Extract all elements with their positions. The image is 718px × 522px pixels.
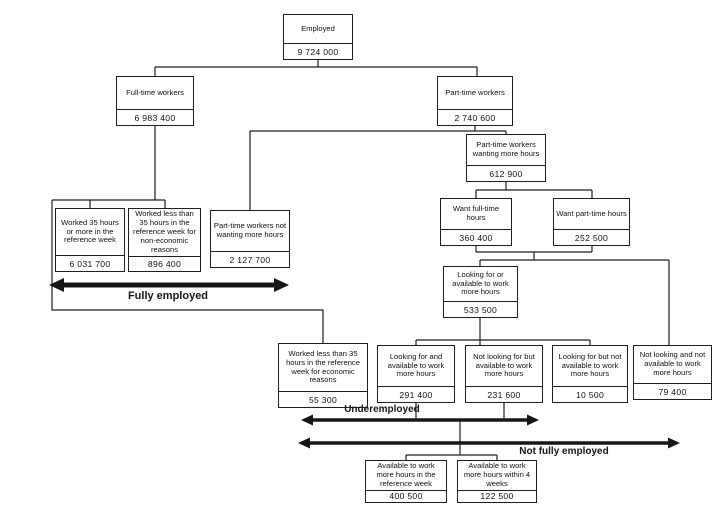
node-not-looking-not-available: Not looking and not available to work mo… xyxy=(633,345,712,400)
node-worked-35-plus-label: Worked 35 hours or more in the reference… xyxy=(61,217,119,245)
node-looking-or-available: Looking for or available to work more ho… xyxy=(443,266,518,318)
node-not-looking-but-available-label: Not looking for but available to work mo… xyxy=(473,351,535,379)
node-employed-label: Employed xyxy=(301,23,335,33)
node-want-part-time-hours-label: Want part-time hours xyxy=(556,208,627,218)
node-worked-less-non-economic-label: Worked less than 35 hours in the referen… xyxy=(133,209,196,254)
node-full-time-workers: Full-time workers 6 983 400 xyxy=(116,76,194,126)
not-fully-employed-arrow-label: Not fully employed xyxy=(519,446,609,457)
node-available-4-weeks-value: 122 500 xyxy=(458,489,536,502)
node-looking-and-available-label: Looking for and available to work more h… xyxy=(387,351,445,379)
node-pt-not-wanting-more-hours-value: 2 127 700 xyxy=(211,251,289,267)
node-looking-not-available-label: Looking for but not available to work mo… xyxy=(558,351,622,379)
node-looking-or-available-value: 533 500 xyxy=(444,301,517,317)
node-worked-less-non-economic-value: 896 400 xyxy=(129,255,200,271)
node-pt-wanting-more-hours-value: 612 900 xyxy=(467,165,545,181)
node-available-4-weeks: Available to work more hours within 4 we… xyxy=(457,460,537,503)
node-available-reference-week: Available to work more hours in the refe… xyxy=(365,460,447,503)
node-want-full-time-hours: Want full-time hours 360 400 xyxy=(440,198,512,246)
not-fully-employed-arrow xyxy=(298,437,680,449)
node-want-part-time-hours-value: 252 500 xyxy=(554,229,629,245)
node-not-looking-not-available-value: 79 400 xyxy=(634,383,711,399)
node-available-reference-week-value: 400 500 xyxy=(366,489,446,502)
node-pt-not-wanting-more-hours-label: Part-time workers not wanting more hours xyxy=(213,221,287,239)
fully-employed-arrow xyxy=(49,278,289,292)
tree-connectors xyxy=(51,60,670,460)
node-want-part-time-hours: Want part-time hours 252 500 xyxy=(553,198,630,246)
node-employed: Employed 9 724 000 xyxy=(283,14,353,60)
node-looking-and-available-value: 291 400 xyxy=(378,386,454,402)
node-pt-wanting-more-hours: Part-time workers wanting more hours 612… xyxy=(466,134,546,182)
node-not-looking-not-available-label: Not looking and not available to work mo… xyxy=(639,350,706,377)
node-part-time-workers-label: Part-time workers xyxy=(445,87,505,97)
node-worked-less-economic: Worked less than 35 hours in the referen… xyxy=(278,343,368,408)
node-looking-and-available: Looking for and available to work more h… xyxy=(377,345,455,403)
node-worked-less-economic-label: Worked less than 35 hours in the referen… xyxy=(286,348,360,385)
node-part-time-workers-value: 2 740 600 xyxy=(438,109,512,125)
node-available-reference-week-label: Available to work more hours in the refe… xyxy=(376,461,436,488)
node-worked-less-economic-value: 55 300 xyxy=(279,391,367,407)
node-not-looking-but-available-value: 231 600 xyxy=(466,386,542,402)
node-worked-35-plus-value: 6 031 700 xyxy=(56,255,124,271)
node-employed-value: 9 724 000 xyxy=(284,43,352,59)
underemployed-arrow-label: Underemployed xyxy=(344,404,420,415)
node-looking-or-available-label: Looking for or available to work more ho… xyxy=(452,269,509,297)
node-worked-less-non-economic: Worked less than 35 hours in the referen… xyxy=(128,208,201,272)
node-looking-not-available-value: 10 500 xyxy=(553,386,627,402)
node-full-time-workers-label: Full-time workers xyxy=(126,87,184,97)
node-not-looking-but-available: Not looking for but available to work mo… xyxy=(465,345,543,403)
underemployed-arrow xyxy=(301,414,539,426)
node-worked-35-plus: Worked 35 hours or more in the reference… xyxy=(55,208,125,272)
fully-employed-arrow-label: Fully employed xyxy=(127,290,209,302)
node-want-full-time-hours-label: Want full-time hours xyxy=(452,204,500,222)
node-part-time-workers: Part-time workers 2 740 600 xyxy=(437,76,513,126)
node-full-time-workers-value: 6 983 400 xyxy=(117,109,193,125)
node-pt-not-wanting-more-hours: Part-time workers not wanting more hours… xyxy=(210,210,290,268)
node-want-full-time-hours-value: 360 400 xyxy=(441,229,511,245)
node-available-4-weeks-label: Available to work more hours within 4 we… xyxy=(463,461,531,488)
node-pt-wanting-more-hours-label: Part-time workers wanting more hours xyxy=(472,140,540,158)
node-looking-not-available: Looking for but not available to work mo… xyxy=(552,345,628,403)
